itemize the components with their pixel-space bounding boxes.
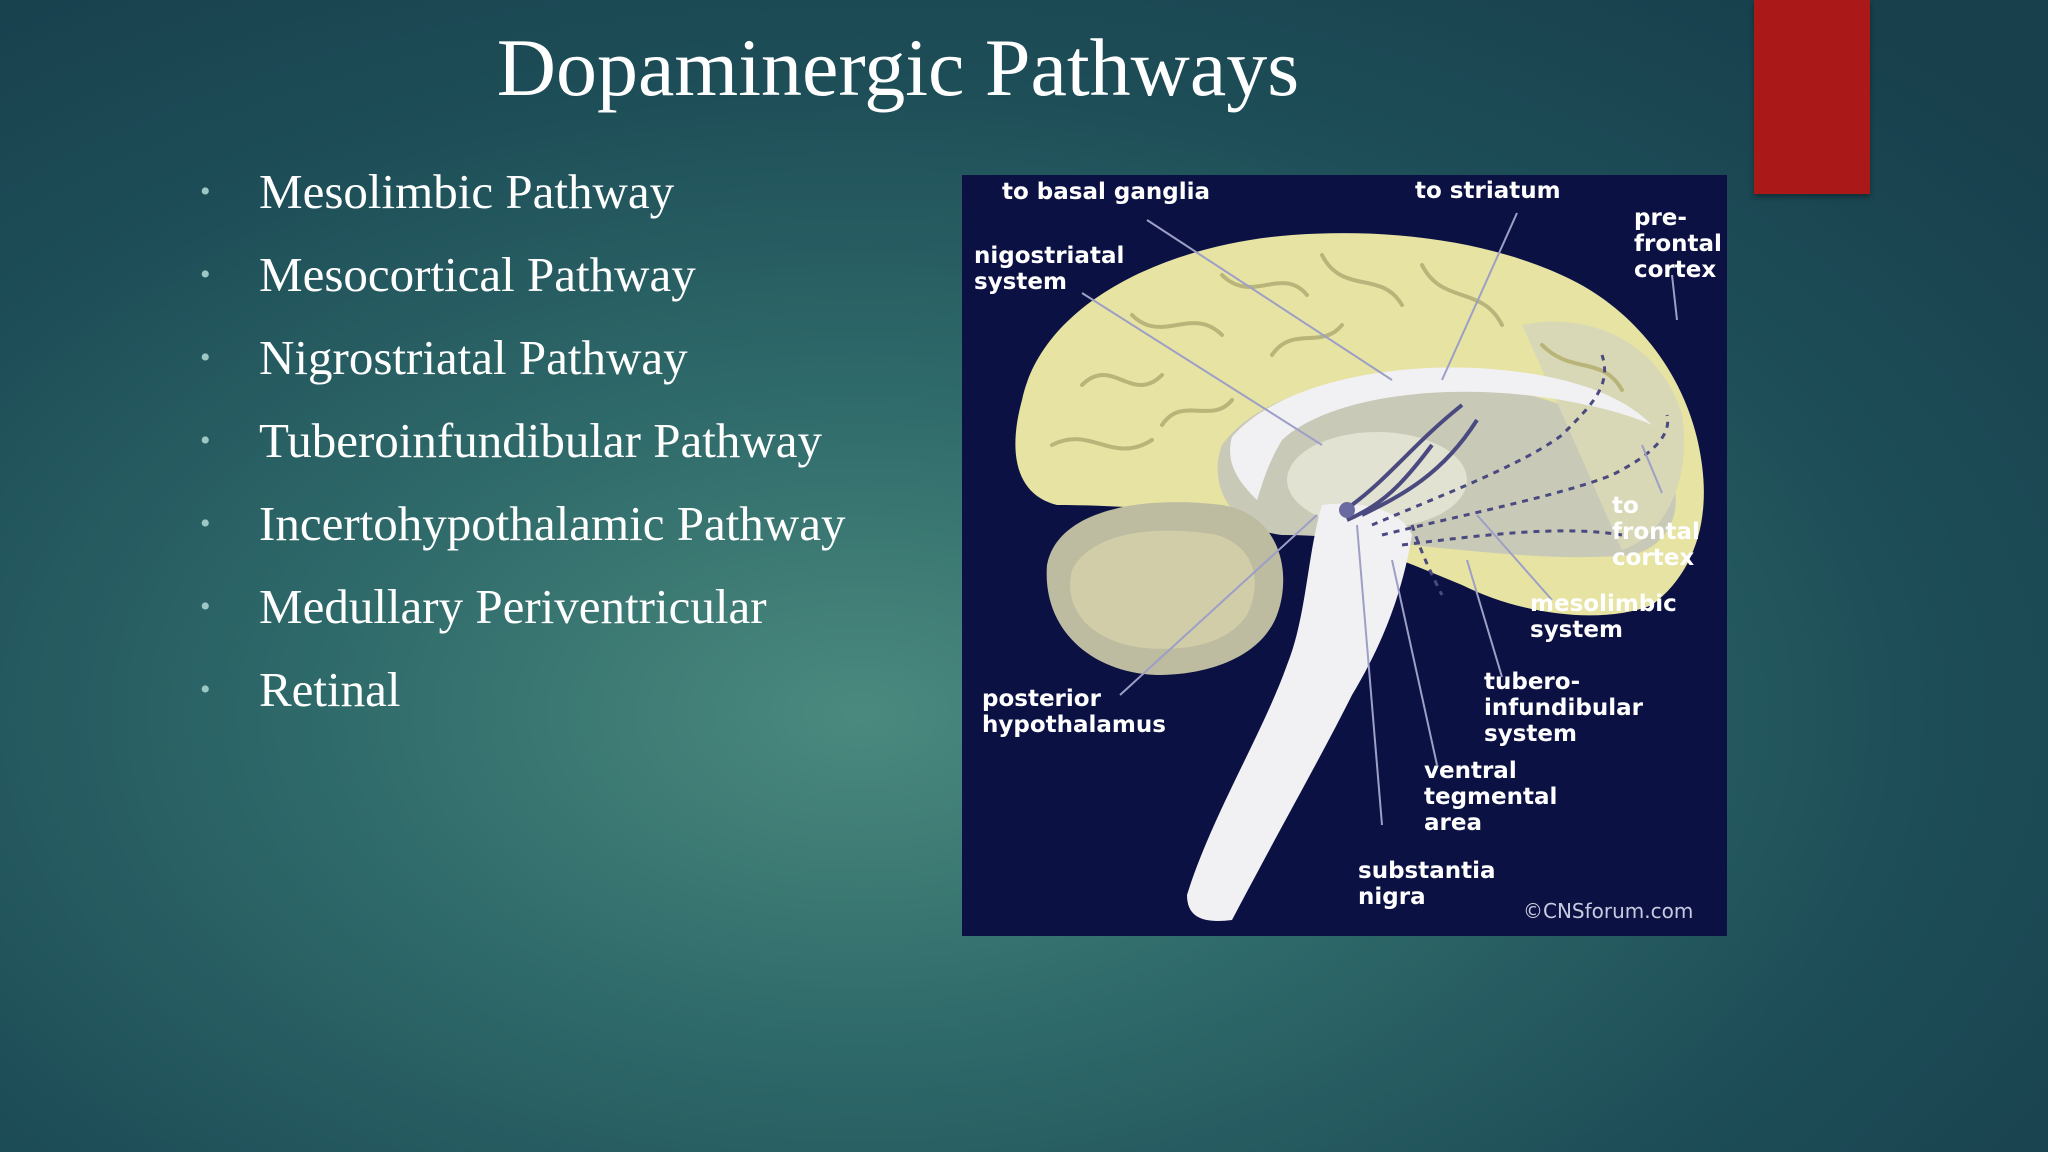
bullet-item-retinal: • Retinal — [196, 648, 845, 731]
label-tuberoinfundibular-system: tubero- infundibular system — [1484, 669, 1643, 747]
brain-diagram — [1015, 212, 1704, 921]
label-prefrontal-cortex: pre- frontal cortex — [1634, 205, 1722, 283]
bullet-text: Retinal — [259, 662, 401, 717]
cerebellum-inner — [1070, 530, 1255, 649]
brain-pathway-figure: to basal ganglia to striatum pre- fronta… — [962, 175, 1727, 936]
label-to-frontal-cortex: to frontal cortex — [1612, 493, 1700, 571]
bullet-dot-icon: • — [200, 175, 211, 208]
cortex-folds — [1050, 253, 1624, 451]
bullet-item-medullary-periventricular: • Medullary Periventricular — [196, 565, 845, 648]
bullet-text: Mesolimbic Pathway — [259, 164, 675, 219]
bullet-text: Medullary Periventricular — [259, 579, 767, 634]
label-to-basal-ganglia: to basal ganglia — [1002, 179, 1210, 205]
bullet-list: • Mesolimbic Pathway • Mesocortical Pathwa… — [196, 150, 845, 731]
bullet-text: Nigrostriatal Pathway — [259, 330, 688, 385]
label-substantia-nigra: substantia nigra — [1358, 858, 1496, 910]
bullet-dot-icon: • — [200, 424, 211, 457]
brainstem — [1187, 503, 1412, 921]
bullet-dot-icon: • — [200, 590, 211, 623]
bullet-dot-icon: • — [200, 258, 211, 291]
bullet-text: Incertohypothalamic Pathway — [259, 496, 846, 551]
figure-credit: ©CNSforum.com — [1523, 899, 1694, 923]
label-posterior-hypothalamus: posterior hypothalamus — [982, 686, 1166, 738]
bullet-dot-icon: • — [200, 673, 211, 706]
bullet-item-mesolimbic: • Mesolimbic Pathway — [196, 150, 845, 233]
bullet-text: Mesocortical Pathway — [259, 247, 696, 302]
label-to-striatum: to striatum — [1415, 178, 1561, 204]
red-accent-bar — [1754, 0, 1870, 194]
vta-dot — [1339, 502, 1355, 518]
corpus-callosum — [1230, 367, 1652, 500]
pathway-dashed — [1371, 354, 1670, 596]
pathway-lines — [1346, 403, 1479, 522]
bullet-text: Tuberoinfundibular Pathway — [259, 413, 822, 468]
frontal-shading — [1522, 321, 1685, 550]
leader-lines — [1081, 212, 1678, 826]
label-ventral-tegmental-area: ventral tegmental area — [1424, 758, 1558, 836]
slide-title: Dopaminergic Pathways — [496, 22, 1300, 113]
bullet-item-tuberoinfundibular: • Tuberoinfundibular Pathway — [196, 399, 845, 482]
bullet-item-nigrostriatal: • Nigrostriatal Pathway — [196, 316, 845, 399]
bullet-item-incertohypothalamic: • Incertohypothalamic Pathway — [196, 482, 845, 565]
bullet-dot-icon: • — [200, 507, 211, 540]
bullet-item-mesocortical: • Mesocortical Pathway — [196, 233, 845, 316]
label-mesolimbic-system: mesolimbic system — [1530, 591, 1677, 643]
bullet-dot-icon: • — [200, 341, 211, 374]
label-nigostriatal-system: nigostriatal system — [974, 243, 1125, 295]
